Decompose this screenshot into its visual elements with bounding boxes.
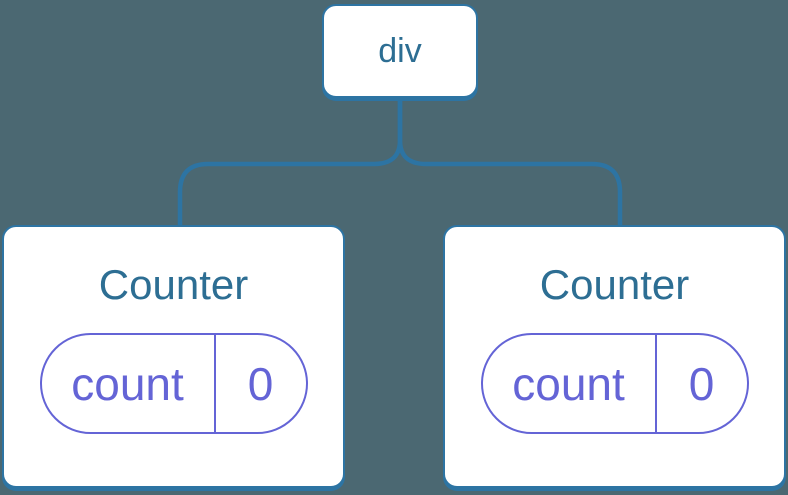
state-key: count bbox=[71, 357, 184, 410]
connector-left-branch bbox=[177, 96, 403, 227]
state-pill: count 0 bbox=[39, 333, 308, 435]
component-title: Counter bbox=[98, 261, 249, 308]
root-node: div bbox=[322, 4, 478, 98]
root-node-label: div bbox=[378, 31, 422, 70]
connector-right-branch bbox=[397, 96, 623, 227]
state-value: 0 bbox=[654, 335, 747, 433]
state-pill: count 0 bbox=[480, 333, 749, 435]
state-value: 0 bbox=[213, 335, 306, 433]
component-title: Counter bbox=[539, 261, 690, 308]
state-key: count bbox=[512, 357, 625, 410]
component-card-left: Counter count 0 bbox=[2, 225, 345, 488]
component-card-right: Counter count 0 bbox=[443, 225, 786, 488]
